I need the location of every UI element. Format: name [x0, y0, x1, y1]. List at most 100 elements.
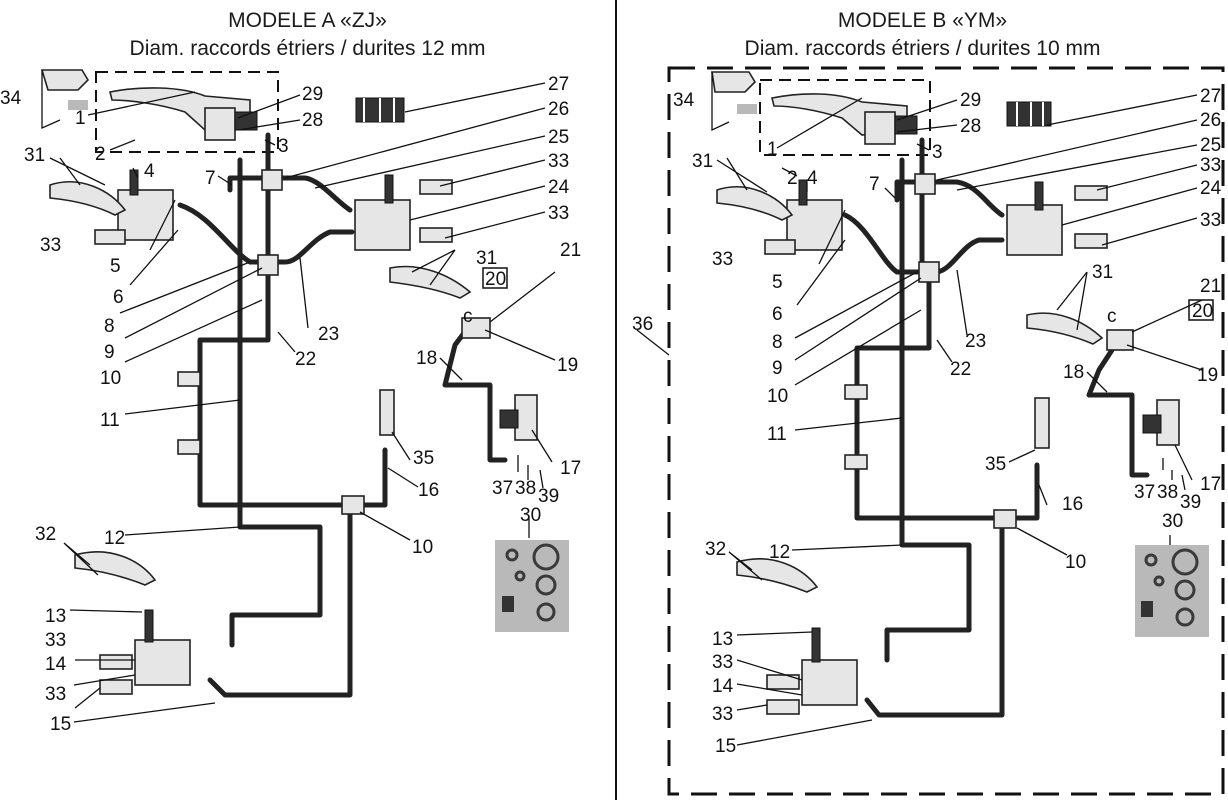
- callout-15: 15: [715, 736, 736, 757]
- callout-33: 33: [548, 151, 569, 172]
- callout-28: 28: [302, 110, 323, 131]
- callout-30: 30: [520, 505, 541, 526]
- callout-35: 35: [413, 448, 434, 469]
- callout-18: 18: [1063, 362, 1084, 383]
- callout-23: 23: [318, 324, 339, 345]
- reservoir-mark: c: [463, 306, 473, 327]
- callout-32: 32: [35, 524, 56, 545]
- callout-10: 10: [100, 368, 121, 389]
- callout-33: 33: [45, 684, 66, 705]
- callout-23: 23: [965, 331, 986, 352]
- tee-10: [341, 495, 365, 515]
- callout-16: 16: [1062, 494, 1083, 515]
- callout-9: 9: [772, 358, 783, 379]
- callout-16: 16: [418, 480, 439, 501]
- callout-4: 4: [807, 168, 818, 189]
- callout-31: 31: [24, 145, 45, 166]
- callout-33: 33: [40, 235, 61, 256]
- callout-19: 19: [1197, 365, 1218, 386]
- callout-36: 36: [632, 314, 653, 335]
- callout-33: 33: [712, 704, 733, 725]
- callouts-b: 36 34 29 28 3 1 2 31 4 7 27 26 25 33 24 …: [632, 86, 1222, 757]
- front-right-caliper: [354, 199, 411, 251]
- callout-9: 9: [104, 342, 115, 363]
- callout-20: 20: [1192, 301, 1213, 322]
- callout-2: 2: [95, 144, 106, 165]
- callout-6: 6: [772, 304, 783, 325]
- rear-reservoir: [461, 317, 491, 339]
- reservoir-mark-b: c: [1107, 306, 1117, 327]
- callout-33: 33: [712, 652, 733, 673]
- panel-a-title: MODELE A «ZJ»: [228, 9, 387, 32]
- callout-38: 38: [1157, 482, 1178, 503]
- callout-5: 5: [772, 272, 783, 293]
- callout-10: 10: [412, 537, 433, 558]
- callout-33: 33: [1200, 210, 1221, 231]
- callout-29: 29: [960, 90, 981, 111]
- callout-31: 31: [692, 151, 713, 172]
- callout-8: 8: [104, 316, 115, 337]
- callout-17: 17: [560, 458, 581, 479]
- callout-33: 33: [45, 630, 66, 651]
- callout-33: 33: [548, 203, 569, 224]
- callout-12: 12: [104, 528, 125, 549]
- box-20: [482, 267, 508, 289]
- callout-37: 37: [1134, 482, 1155, 503]
- callout-30: 30: [1162, 511, 1183, 532]
- callout-2: 2: [787, 168, 798, 189]
- callout-33: 33: [1200, 155, 1221, 176]
- callout-39: 39: [538, 486, 559, 507]
- callout-26: 26: [1200, 110, 1221, 131]
- lever-pad: [68, 100, 88, 110]
- callout-21: 21: [1200, 276, 1221, 297]
- callout-22: 22: [295, 349, 316, 370]
- callouts-a: 34 29 28 3 1 2 31 4 7 27 26 25 33 24 33 …: [0, 74, 581, 735]
- callout-27: 27: [548, 74, 569, 95]
- callout-35: 35: [985, 454, 1006, 475]
- callout-5: 5: [110, 256, 121, 277]
- callout-14: 14: [45, 654, 67, 675]
- master-cylinder-group-box: [95, 71, 279, 153]
- callout-26: 26: [548, 99, 569, 120]
- callout-3: 3: [932, 142, 943, 163]
- callout-10: 10: [1065, 552, 1086, 573]
- callout-28: 28: [960, 116, 981, 137]
- callout-1: 1: [767, 139, 778, 160]
- callout-14: 14: [712, 676, 734, 697]
- callout-12: 12: [769, 542, 790, 563]
- callout-6: 6: [113, 287, 124, 308]
- callout-31: 31: [1092, 262, 1113, 283]
- group-36-leader: [636, 329, 670, 356]
- callout-15: 15: [50, 714, 71, 735]
- callout-24: 24: [1200, 178, 1222, 199]
- callout-18: 18: [416, 348, 437, 369]
- diagram-panel-model-b: MODELE B «YM» Diam. raccords étriers / d…: [617, 0, 1228, 800]
- callout-8: 8: [772, 332, 783, 353]
- callout-25: 25: [1200, 135, 1221, 156]
- callout-10: 10: [767, 386, 788, 407]
- pressure-switch: [379, 389, 395, 436]
- callout-24: 24: [548, 177, 570, 198]
- front-left-caliper: [117, 189, 174, 241]
- callout-34: 34: [673, 90, 695, 111]
- callout-21: 21: [560, 240, 581, 261]
- callout-17: 17: [1200, 474, 1221, 495]
- callout-19: 19: [557, 355, 578, 376]
- callout-22: 22: [950, 359, 971, 380]
- callout-13: 13: [45, 606, 66, 627]
- callout-13: 13: [712, 629, 733, 650]
- panel-divider: [615, 0, 617, 800]
- callout-38: 38: [515, 478, 536, 499]
- panel-a-subtitle: Diam. raccords étriers / durites 12 mm: [129, 37, 486, 60]
- brake-system-diagram-b: [636, 66, 1225, 796]
- callout-37: 37: [492, 478, 513, 499]
- callout-1: 1: [75, 108, 86, 129]
- callout-34: 34: [0, 88, 22, 109]
- tee-26: [261, 169, 283, 191]
- callout-32: 32: [705, 539, 726, 560]
- callout-11: 11: [767, 424, 787, 445]
- model-b-group-box: [667, 66, 1225, 796]
- callout-7: 7: [869, 174, 880, 195]
- callout-11: 11: [100, 410, 120, 431]
- panel-b-subtitle: Diam. raccords étriers / durites 10 mm: [744, 37, 1101, 60]
